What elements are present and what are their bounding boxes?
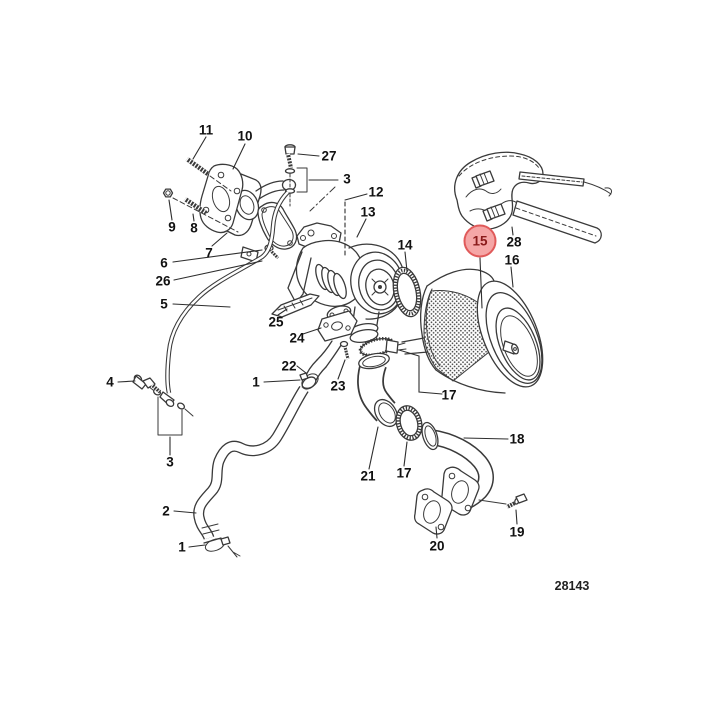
callout-12[interactable]: 12 bbox=[368, 184, 384, 200]
callout-8[interactable]: 8 bbox=[190, 220, 198, 236]
callout-20[interactable]: 20 bbox=[429, 538, 445, 554]
callout-1[interactable]: 1 bbox=[252, 374, 260, 390]
flange-bolt bbox=[506, 493, 528, 509]
callout-16[interactable]: 16 bbox=[504, 252, 520, 268]
callout-3[interactable]: 3 bbox=[343, 171, 351, 187]
exhaust-elbow-assembly bbox=[162, 144, 336, 250]
callout-7[interactable]: 7 bbox=[205, 245, 213, 261]
insulation-cover bbox=[454, 151, 613, 244]
drain-bolt bbox=[339, 340, 350, 360]
strap bbox=[512, 171, 613, 244]
oil-supply-line bbox=[132, 190, 290, 436]
callout-22[interactable]: 22 bbox=[281, 358, 297, 374]
callout-2[interactable]: 2 bbox=[162, 503, 170, 519]
drawing-number: 28143 bbox=[554, 579, 590, 593]
fitting-4 bbox=[132, 374, 162, 394]
drain-hose bbox=[193, 386, 309, 558]
flange-gasket bbox=[413, 488, 453, 535]
stud bbox=[172, 157, 239, 233]
filter-stub bbox=[502, 340, 519, 355]
ring-clamp bbox=[395, 405, 423, 441]
hose-clamp bbox=[299, 372, 319, 389]
callout-24[interactable]: 24 bbox=[289, 330, 305, 346]
callout-18[interactable]: 18 bbox=[509, 431, 525, 447]
callout-17[interactable]: 17 bbox=[396, 465, 412, 481]
leader-lines bbox=[117, 136, 518, 548]
callout-14[interactable]: 14 bbox=[397, 237, 413, 253]
callout-9[interactable]: 9 bbox=[168, 219, 176, 235]
oil-drain-assembly bbox=[299, 310, 358, 390]
callout-17-2[interactable]: 17 bbox=[441, 387, 457, 403]
callout-10[interactable]: 10 bbox=[237, 128, 253, 144]
strap-buckle-icon bbox=[471, 170, 506, 222]
callout-6[interactable]: 6 bbox=[160, 255, 168, 271]
callout-21[interactable]: 21 bbox=[360, 468, 376, 484]
callout-19[interactable]: 19 bbox=[509, 524, 525, 540]
callout-1-2[interactable]: 1 bbox=[178, 539, 186, 555]
hex-nut bbox=[162, 188, 174, 198]
hose-clamp bbox=[204, 536, 241, 558]
callout-25[interactable]: 25 bbox=[268, 314, 284, 330]
intake-elbow-assembly bbox=[357, 336, 528, 535]
callout-15[interactable]: 15 bbox=[463, 224, 497, 258]
callout-4[interactable]: 4 bbox=[106, 374, 114, 390]
callout-23[interactable]: 23 bbox=[330, 378, 346, 394]
flame-arrestor bbox=[401, 268, 544, 394]
adapter-ring bbox=[392, 266, 422, 318]
callout-26[interactable]: 26 bbox=[155, 273, 171, 289]
banjo-bolt bbox=[284, 144, 336, 212]
turbocharger bbox=[287, 222, 422, 344]
callout-5[interactable]: 5 bbox=[160, 296, 168, 312]
callout-28[interactable]: 28 bbox=[506, 234, 522, 250]
callout-13[interactable]: 13 bbox=[360, 204, 376, 220]
callout-27[interactable]: 27 bbox=[321, 148, 337, 164]
callout-11[interactable]: 11 bbox=[198, 122, 214, 138]
callout-3-2[interactable]: 3 bbox=[166, 454, 174, 470]
